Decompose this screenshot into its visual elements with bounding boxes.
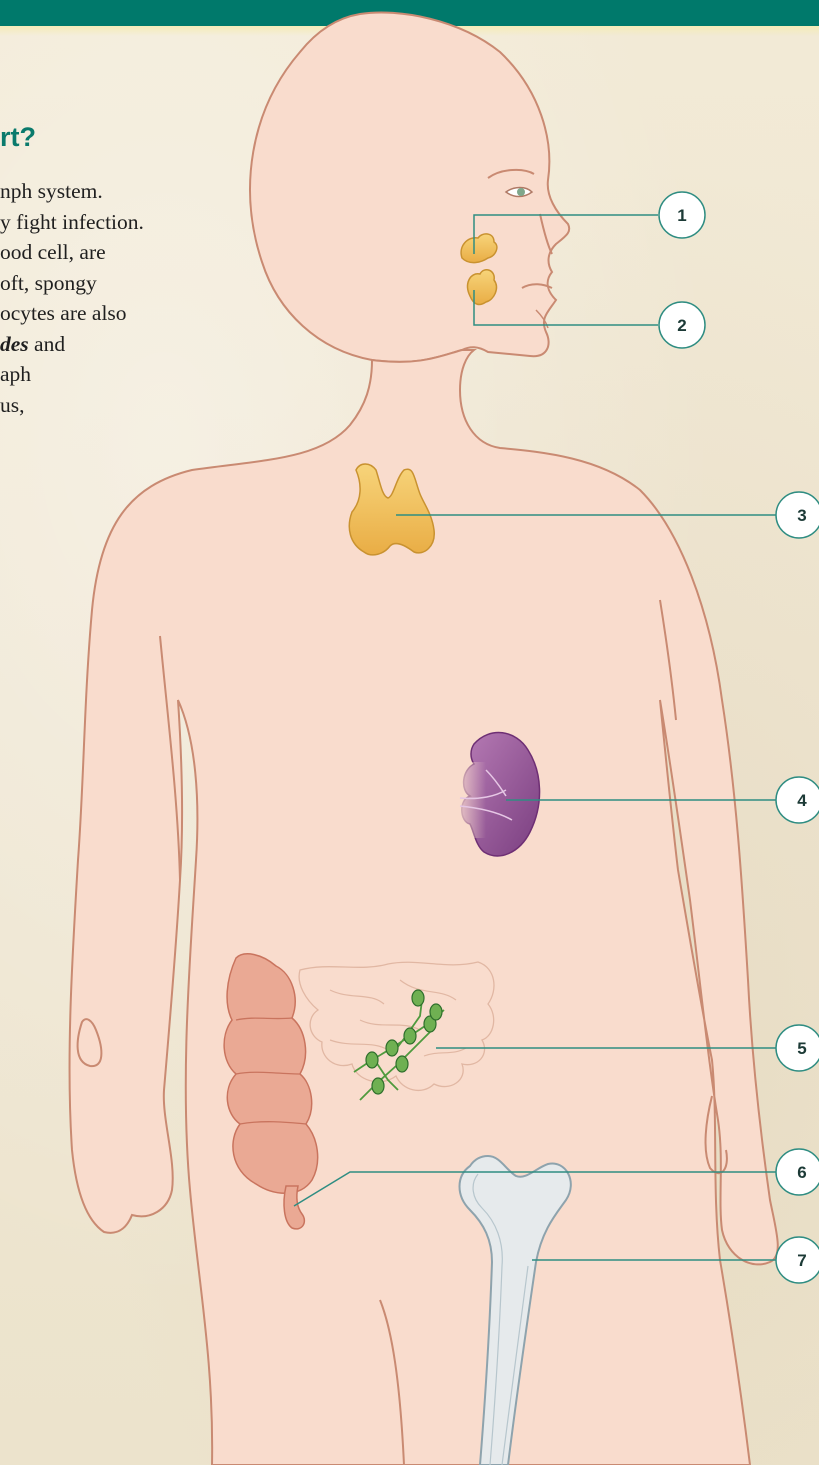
lymph-node [366, 1052, 378, 1068]
callout-badge-4: 4 [776, 777, 819, 823]
callout-badge-2: 2 [659, 302, 705, 348]
lymph-node [430, 1004, 442, 1020]
callout-number: 5 [797, 1039, 806, 1058]
callout-number: 7 [797, 1251, 806, 1270]
callout-badge-6: 6 [776, 1149, 819, 1195]
callout-number: 3 [797, 506, 806, 525]
lymph-node [404, 1028, 416, 1044]
lymph-node [396, 1056, 408, 1072]
spleen-fade [452, 762, 486, 838]
callout-badge-7: 7 [776, 1237, 819, 1283]
callout-number: 4 [797, 791, 807, 810]
callout-number: 2 [677, 316, 686, 335]
iris [517, 188, 525, 196]
callout-badge-3: 3 [776, 492, 819, 538]
lymph-node [386, 1040, 398, 1056]
callout-number: 6 [797, 1163, 806, 1182]
callout-number: 1 [677, 206, 686, 225]
callout-badge-5: 5 [776, 1025, 819, 1071]
lymph-node [372, 1078, 384, 1094]
lymph-node [412, 990, 424, 1006]
salivary-gland-lower [468, 270, 497, 305]
callout-badge-1: 1 [659, 192, 705, 238]
